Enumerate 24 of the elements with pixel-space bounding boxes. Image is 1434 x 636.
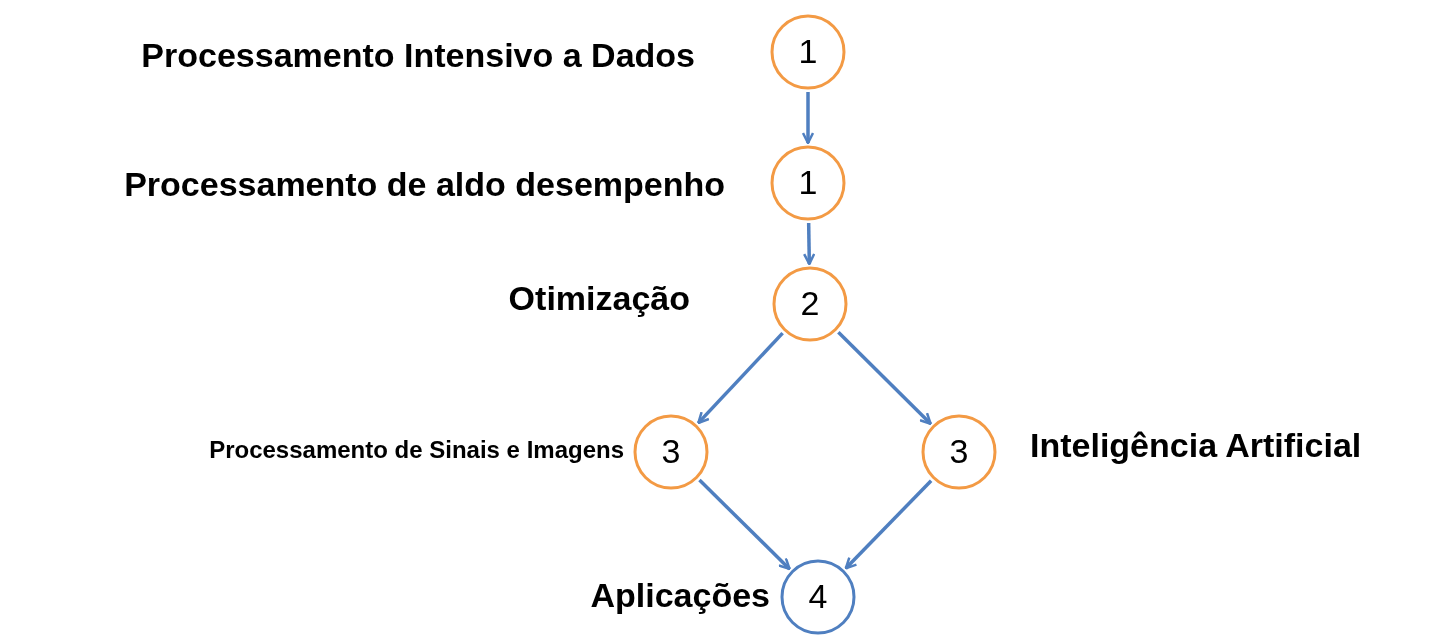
node-number: 1 (798, 31, 818, 71)
node-number: 1 (798, 162, 818, 202)
node-caption: Aplicações (590, 577, 770, 615)
node-caption: Processamento Intensivo a Dados (141, 37, 695, 75)
number-circle (772, 266, 848, 342)
number-circle (770, 145, 846, 221)
number-circle (633, 414, 709, 490)
node-number: 3 (949, 431, 969, 471)
node-caption: Processamento de Sinais e Imagens (209, 436, 624, 464)
arrow (802, 222, 816, 266)
node-number: 4 (808, 576, 828, 616)
node-caption: Otimização (508, 280, 690, 318)
node-number: 2 (800, 283, 820, 323)
number-circle (780, 559, 856, 635)
arrow (837, 330, 932, 426)
arrow (698, 478, 791, 571)
arrow (844, 479, 933, 570)
number-circle (770, 14, 846, 90)
node-number: 3 (661, 431, 681, 471)
arrow (801, 92, 815, 145)
arrow (697, 331, 784, 425)
node-caption: Processamento de aldo desempenho (124, 166, 725, 204)
number-circle (921, 414, 997, 490)
node-caption: Inteligência Artificial (1030, 427, 1362, 465)
